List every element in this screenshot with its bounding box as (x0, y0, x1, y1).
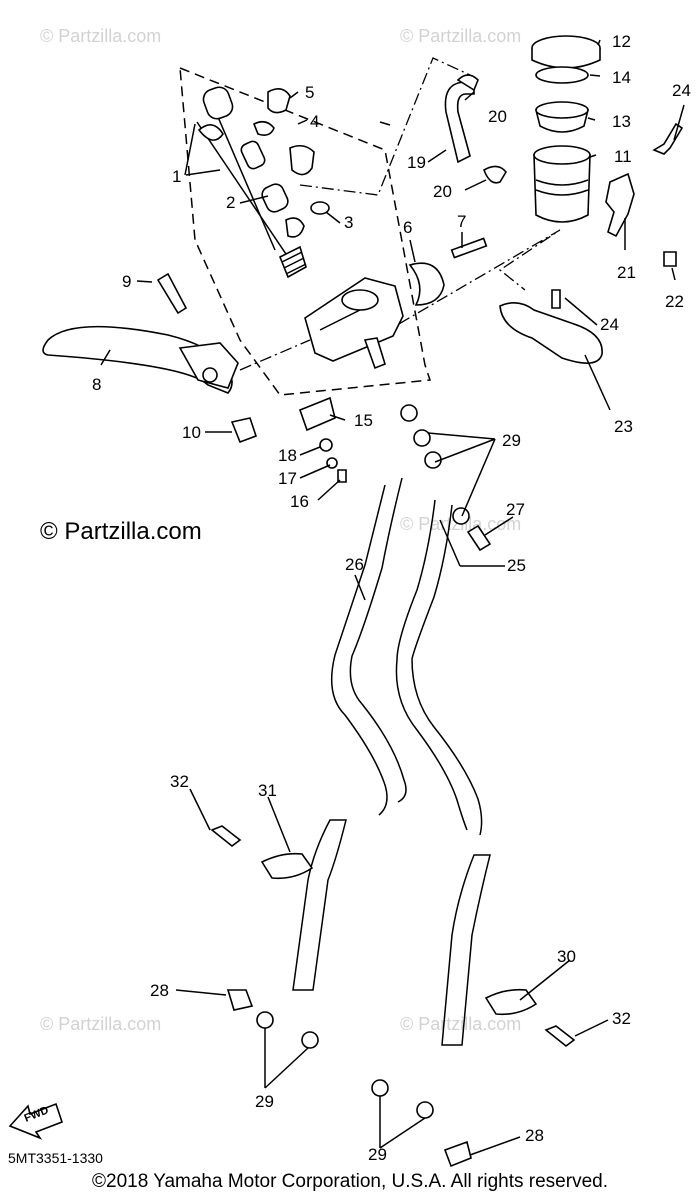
callout-5: 5 (305, 83, 314, 102)
callout-15: 15 (354, 411, 373, 430)
leader-lines (100, 39, 685, 1156)
callout-30: 30 (557, 947, 576, 966)
watermark-faint: © Partzilla.com (40, 1014, 161, 1034)
watermark-faint: © Partzilla.com (40, 26, 161, 46)
master-cylinder-kit-parts (184, 86, 330, 279)
callout-10: 10 (182, 423, 201, 442)
copyright-notice: ©2018 Yamaha Motor Corporation, U.S.A. A… (92, 1171, 608, 1192)
reference-line (239, 339, 311, 371)
callout-28-right: 28 (525, 1126, 544, 1145)
callout-22: 22 (665, 292, 684, 311)
callout-13: 13 (612, 112, 631, 131)
callout-24-top: 24 (672, 81, 691, 100)
hose-clamps (210, 825, 576, 1048)
reservoir-bracket (499, 122, 684, 364)
reference-line (379, 229, 561, 336)
callout-8: 8 (92, 375, 101, 394)
holder-clamp (408, 237, 488, 306)
callout-18: 18 (278, 446, 297, 465)
callout-14: 14 (612, 68, 631, 87)
callout-24-bottom: 24 (600, 315, 619, 334)
callout-17: 17 (278, 469, 297, 488)
callout-2: 2 (226, 193, 235, 212)
callout-21: 21 (617, 263, 636, 282)
callout-32-left: 32 (170, 772, 189, 791)
callout-16: 16 (290, 492, 309, 511)
callout-12: 12 (612, 32, 631, 51)
callout-26: 26 (345, 555, 364, 574)
callout-4: 4 (310, 112, 319, 131)
watermark: © Partzilla.com (40, 518, 202, 545)
callout-29-left: 29 (255, 1092, 274, 1111)
watermark-faint: © Partzilla.com (400, 1014, 521, 1034)
drawing-code: 5MT3351-1330 (8, 1150, 103, 1166)
brake-lever (42, 272, 258, 444)
callout-27: 27 (506, 500, 525, 519)
callout-31: 31 (258, 781, 277, 800)
fwd-arrow: FWD (8, 1102, 64, 1140)
callout-3: 3 (344, 213, 353, 232)
watermark-faint: © Partzilla.com (400, 26, 521, 46)
callout-9: 9 (122, 272, 131, 291)
callout-32-right: 32 (612, 1009, 631, 1028)
callout-1: 1 (172, 167, 181, 186)
callout-19: 19 (407, 153, 426, 172)
callout-20-bottom: 20 (433, 182, 452, 201)
banjo-bolts (226, 404, 492, 1168)
callout-23: 23 (614, 417, 633, 436)
reservoir-hose (444, 74, 507, 184)
callout-11: 11 (614, 147, 632, 166)
brake-hoses-lower (292, 819, 491, 1046)
brake-hoses-upper (330, 477, 483, 836)
master-cylinder-body (304, 277, 404, 370)
brake-switch (298, 396, 347, 483)
callout-6: 6 (403, 218, 412, 237)
callout-20-top: 20 (488, 107, 507, 126)
callout-25: 25 (507, 556, 526, 575)
callout-29-top: 29 (502, 431, 521, 450)
assembly-boundary (179, 66, 432, 396)
callout-28-left: 28 (150, 981, 169, 1000)
callouts: 1 2 3 4 5 6 7 8 9 10 11 12 13 14 15 16 1… (92, 32, 691, 1164)
callout-29-bottom: 29 (368, 1145, 387, 1164)
reference-line (299, 57, 471, 196)
callout-7: 7 (457, 212, 466, 231)
reservoir-assembly (531, 35, 601, 223)
